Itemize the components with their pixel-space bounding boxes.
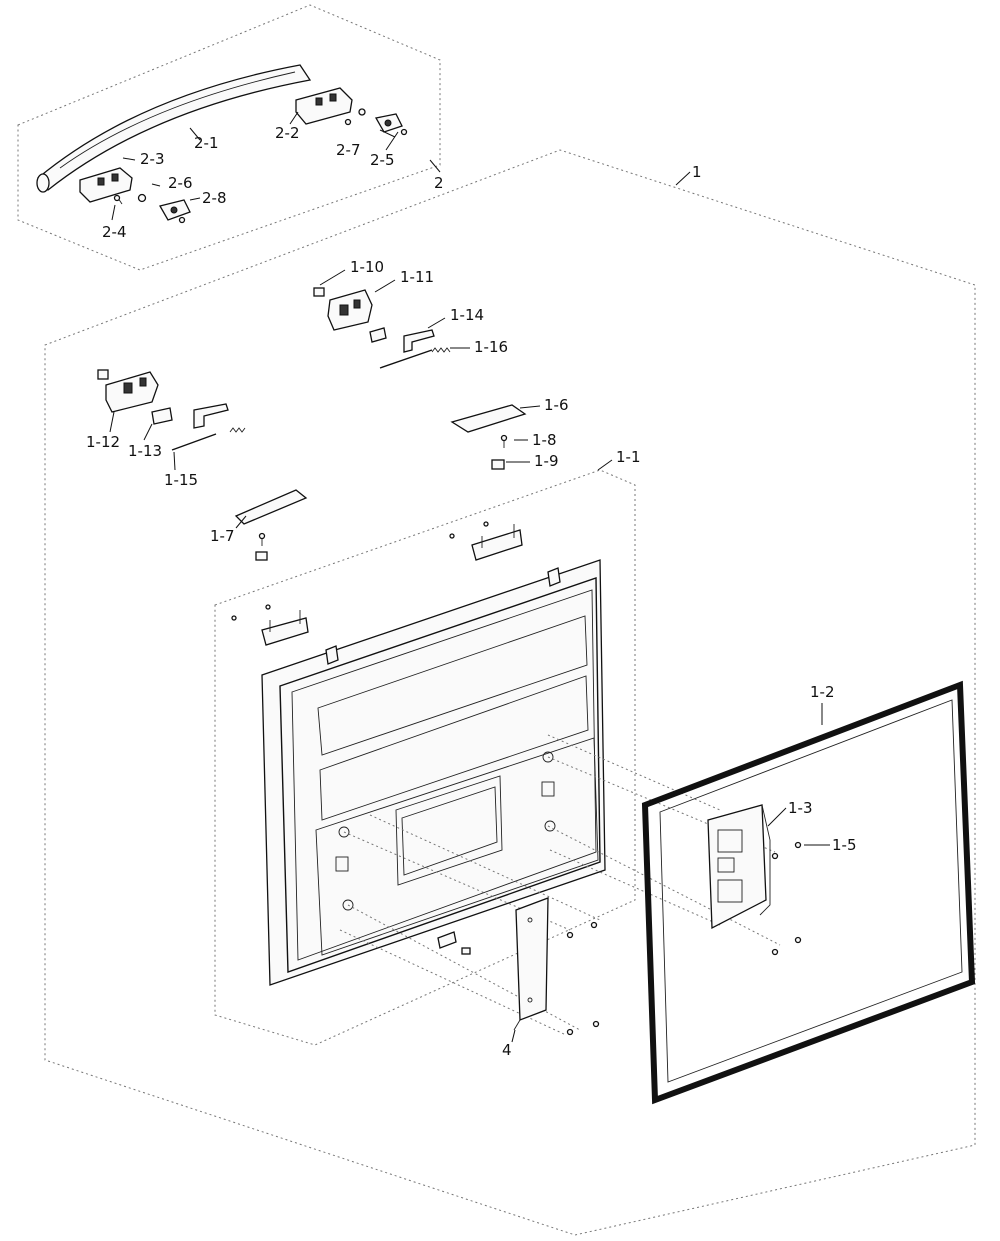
screws-bracket-4 <box>566 921 600 1036</box>
label-1: 1 <box>692 163 702 181</box>
label-2-5: 2-5 <box>370 151 395 169</box>
screw-1-8 <box>500 434 508 448</box>
label-4: 4 <box>502 1041 512 1059</box>
label-2-3: 2-3 <box>140 150 165 168</box>
label-1-5: 1-5 <box>832 836 857 854</box>
cover-1-6 <box>450 404 527 433</box>
bracket-top-right <box>449 521 523 561</box>
label-2-6: 2-6 <box>168 174 193 192</box>
clip-1-9 <box>491 459 505 470</box>
spring-left <box>229 427 246 433</box>
group-1-boundary <box>44 149 976 1236</box>
label-2-8: 2-8 <box>202 189 227 207</box>
plate-small-upper <box>369 327 387 343</box>
cap-1-10 <box>313 287 325 297</box>
label-1-8: 1-8 <box>532 431 557 449</box>
label-1-16: 1-16 <box>474 338 508 356</box>
label-2-2: 2-2 <box>275 124 300 142</box>
label-1-10: 1-10 <box>350 258 384 276</box>
label-2-1: 2-1 <box>194 134 219 152</box>
handle-bracket-2-3 <box>79 167 133 203</box>
label-1-9: 1-9 <box>534 452 559 470</box>
handle-cap-2-8 <box>159 199 191 221</box>
small-parts-group-2 <box>113 108 408 224</box>
screw-left-mid <box>255 532 268 561</box>
bracket-1-3 <box>707 804 771 930</box>
plate-1-13 <box>151 407 173 425</box>
leader-lines <box>109 111 830 1043</box>
label-1-6: 1-6 <box>544 396 569 414</box>
label-2: 2 <box>434 174 444 192</box>
label-1-1: 1-1 <box>616 448 641 466</box>
label-1-2: 1-2 <box>810 683 835 701</box>
callout-labels: 1 2 2-1 2-2 2-3 2-4 2-5 2-6 2-7 2-8 1-10… <box>86 124 857 1059</box>
bracket-top-left <box>231 604 309 646</box>
hinge-plate-left <box>193 403 229 429</box>
pin-1-15 <box>171 433 217 451</box>
screws-1-5 <box>771 841 802 956</box>
label-2-7: 2-7 <box>336 141 361 159</box>
group-1-1-boundary <box>214 469 636 1046</box>
handle-bracket-2-2 <box>295 87 353 125</box>
gasket-1-2 <box>641 680 976 1105</box>
label-1-13: 1-13 <box>128 442 162 460</box>
label-1-12: 1-12 <box>86 433 120 451</box>
label-1-14: 1-14 <box>450 306 484 324</box>
cap-upper-left <box>97 369 109 380</box>
hinge-block-1-12 <box>105 371 159 413</box>
handle-bar-2-1 <box>36 64 312 193</box>
label-2-4: 2-4 <box>102 223 127 241</box>
label-1-11: 1-11 <box>400 268 434 286</box>
group-2-boundary <box>17 4 441 271</box>
label-1-7: 1-7 <box>210 527 235 545</box>
cover-1-7 <box>234 489 308 525</box>
hinge-plate-1-14 <box>403 329 435 353</box>
label-1-3: 1-3 <box>788 799 813 817</box>
handle-cap-2-7 <box>374 113 403 133</box>
spring-1-16 <box>431 347 451 353</box>
pin-upper <box>379 349 433 369</box>
label-1-15: 1-15 <box>164 471 198 489</box>
hinge-block-1-11 <box>327 289 373 331</box>
bracket-4 <box>513 897 549 1031</box>
door-panel-1-1 <box>261 559 606 986</box>
